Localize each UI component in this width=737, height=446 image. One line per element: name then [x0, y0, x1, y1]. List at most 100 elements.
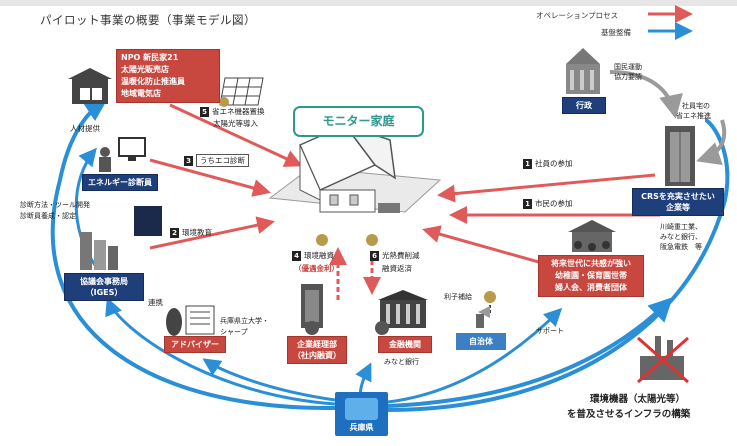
- kids-box: 将来世代に共感が強い 幼稚園・保育園世帯 婦人会、消費者団体: [538, 255, 644, 297]
- kids-line-1: 将来世代に共感が強い: [551, 259, 631, 268]
- step-4-text: 環境融資: [304, 251, 334, 260]
- jinzai-label: 人材提供: [70, 124, 100, 133]
- iges-line-1: 協議会事務局: [80, 277, 128, 286]
- infra-line-2: を普及させるインフラの構築: [567, 409, 691, 420]
- iges-box: 協議会事務局 （IGES）: [64, 273, 144, 301]
- diagram-title: パイロット事業の概要（事業モデル図）: [40, 13, 256, 27]
- company-finance-line-1: 企業経理部: [297, 340, 337, 349]
- solar-panel-icon: [219, 77, 264, 106]
- hyogo-to-adviser-arc: [202, 358, 336, 402]
- step-4-sub: （優遇金利）: [294, 264, 339, 273]
- renkei-label: 連携: [148, 298, 163, 307]
- csr-employee-arrow: [437, 173, 656, 203]
- gyosei-building-icon: [566, 48, 600, 94]
- hyogo-box: 兵庫県: [335, 392, 388, 436]
- step-5-number: 5: [200, 107, 209, 117]
- adviser-box: アドバイザー: [164, 336, 226, 353]
- hyogo-to-npo-arc: [50, 97, 336, 411]
- hyogo-label: 兵庫県: [349, 423, 374, 432]
- education-photo-icon: [134, 206, 162, 236]
- step-1a-number: 1: [523, 159, 532, 169]
- companies-line-3: 阪急電鉄 等: [660, 243, 702, 251]
- top-band: [0, 0, 737, 6]
- yen-coin-icon: [305, 321, 319, 335]
- npo-line: 太陽光販売店: [121, 65, 169, 74]
- npo-to-home-arrow: [169, 103, 303, 167]
- hyogo-logo-icon: [345, 398, 378, 420]
- adviser-icon: [166, 305, 215, 336]
- step-5-line2: 太陽光等導入: [213, 119, 258, 128]
- csr-line-2: 企業等: [666, 203, 690, 212]
- support-label: サポート: [536, 327, 564, 335]
- step-2-number: 2: [170, 228, 179, 238]
- shindan-label-2: 診断員養成・認定: [20, 212, 76, 220]
- step-6-line2: 融資返済: [382, 264, 412, 273]
- rishi-label: 利子補給: [444, 293, 472, 301]
- csr-line-1: CRSを充実させたい: [641, 192, 715, 201]
- npo-box: NPO 新民家21 太陽光販売店 温暖化防止推進員 地域電気店: [116, 49, 220, 103]
- yen-coin-icon: [484, 291, 496, 303]
- yen-coin-icon: [375, 321, 389, 335]
- step-1b-number: 1: [523, 199, 532, 209]
- shindan-label-1: 診断方法・ツール開発: [20, 201, 90, 209]
- npo-building-icon: [68, 68, 112, 104]
- hyogo-to-iges-arc: [105, 297, 336, 406]
- legend-infrastructure-label: 基盤整備: [601, 28, 631, 37]
- step-3-number: 3: [184, 156, 193, 166]
- company-finance-box: 企業経理部 （社内融資）: [287, 336, 347, 364]
- yen-coin-icon: [366, 234, 378, 246]
- factory-crossed-icon: [637, 336, 689, 384]
- companies-line-1: 川崎重工業、: [660, 223, 702, 231]
- csr-building-icon: [665, 126, 695, 186]
- kokumin-label-2: 協力要請: [614, 73, 642, 81]
- advisor-to-home-arrow: [149, 158, 271, 197]
- csr-box: CRSを充実させたい 企業等: [632, 188, 724, 216]
- step-1b-text: 市民の参加: [535, 199, 573, 208]
- legend-operation-label: オペレーションプロセス: [536, 11, 619, 20]
- shataku-label-1: 社員宅の: [682, 102, 710, 110]
- iges-building-icon: [80, 232, 118, 270]
- step-3-text: うちエコ診断: [196, 154, 249, 167]
- kokumin-label-1: 国民運動: [614, 63, 642, 71]
- univ-label-2: シャープ: [220, 328, 248, 336]
- step-1a-text: 社員の参加: [535, 159, 573, 168]
- company-building-icon: [301, 284, 323, 328]
- iges-to-home-arrow: [149, 216, 275, 250]
- local-gov-icon: [476, 314, 484, 328]
- kindergarten-icon: [568, 220, 616, 252]
- step-2-text: 環境教育: [182, 228, 212, 237]
- house-illustration: [268, 123, 442, 213]
- univ-label-1: 兵庫県立大学・: [220, 317, 269, 325]
- npo-line: 温暖化防止推進員: [121, 77, 185, 86]
- energy-advisor-box: エネルギー診断員: [82, 174, 158, 191]
- bank-building-icon: [378, 290, 428, 328]
- gyosei-box: 行政: [562, 97, 606, 114]
- hyogo-to-csr-arc: [387, 297, 673, 408]
- step-6-line1: 光熱費削減: [382, 251, 420, 260]
- bank-box: 金融機関: [378, 336, 432, 353]
- subsidy-arrow: [478, 300, 491, 318]
- hyogo-outer-right-arc: [387, 118, 730, 412]
- iges-line-2: （IGES）: [85, 288, 123, 297]
- gyosei-to-csr-arrow: [609, 70, 683, 119]
- shataku-label-2: 省エネ推進: [676, 112, 711, 120]
- minato-bank-label: みなと銀行: [384, 358, 419, 366]
- energy-advisor-icon: [99, 137, 146, 172]
- local-gov-box: 自治体: [456, 333, 506, 350]
- kids-line-3: 婦人会、消費者団体: [555, 283, 627, 292]
- company-finance-line-2: （社内融資）: [293, 351, 341, 360]
- kids-to-home-arrow: [422, 225, 561, 270]
- step-6-number: 6: [370, 251, 379, 261]
- step-5-line1: 省エネ機器置換: [212, 107, 265, 116]
- kids-line-2: 幼稚園・保育園世帯: [555, 271, 627, 280]
- yen-coin-icon: [219, 97, 229, 107]
